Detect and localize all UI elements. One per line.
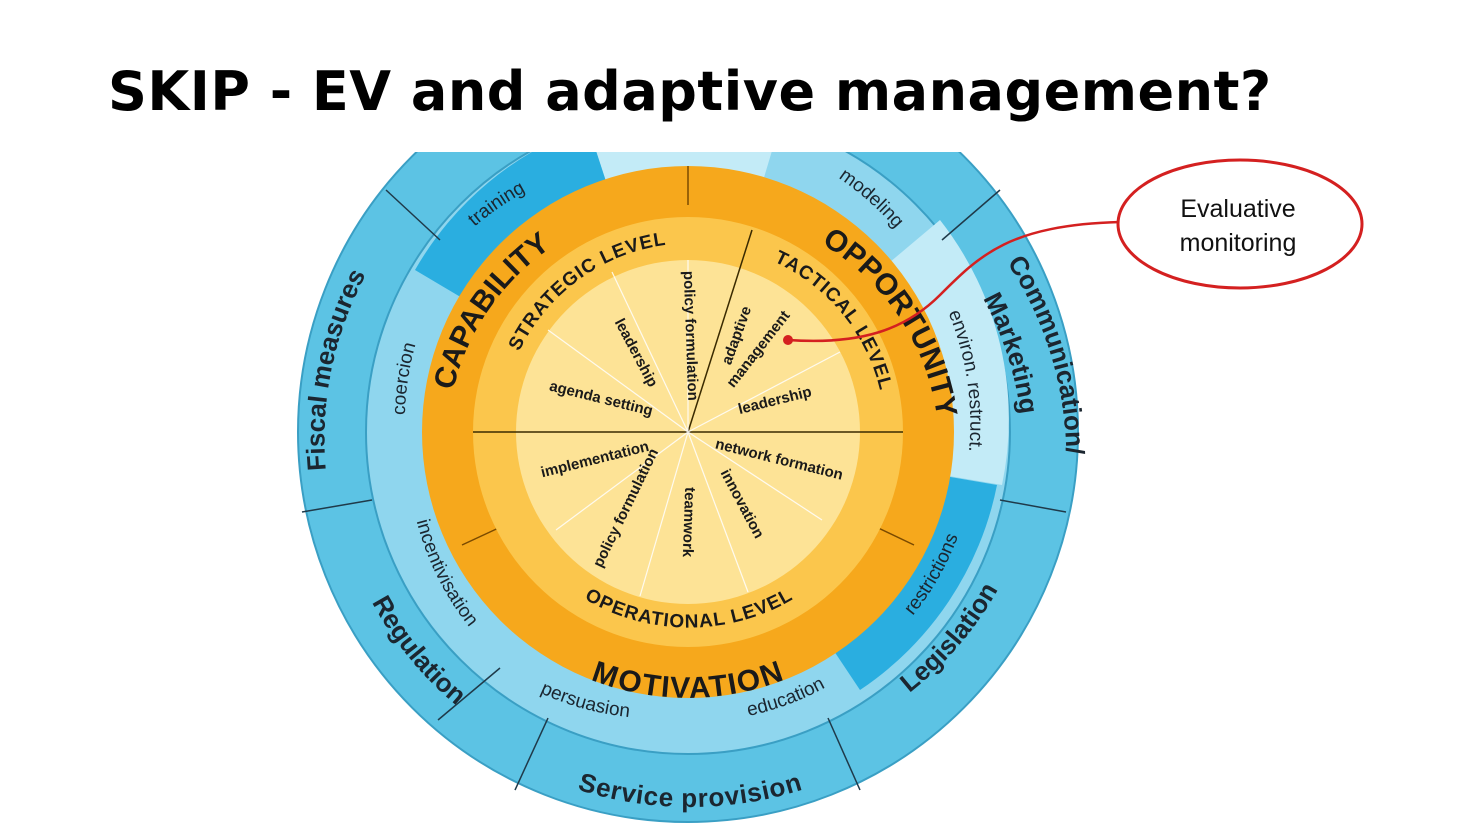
callout-connector — [787, 220, 1121, 343]
callout-ellipse — [1116, 158, 1364, 290]
wedge-label-policy-formulation-strategic: policy formulation — [680, 271, 702, 402]
outer-ring-dividers — [301, 189, 1067, 791]
callout-text-line1: Evaluative — [1180, 195, 1295, 223]
wedge-label-teamwork: teamwork — [679, 487, 698, 558]
callout-annotation: Evaluative monitoring — [783, 158, 1364, 345]
callout-text-line2: monitoring — [1180, 229, 1297, 257]
callout-dot — [783, 335, 793, 345]
slide-title: SKIP - EV and adaptive management? — [108, 60, 1272, 123]
wedge-dividers — [547, 260, 841, 597]
